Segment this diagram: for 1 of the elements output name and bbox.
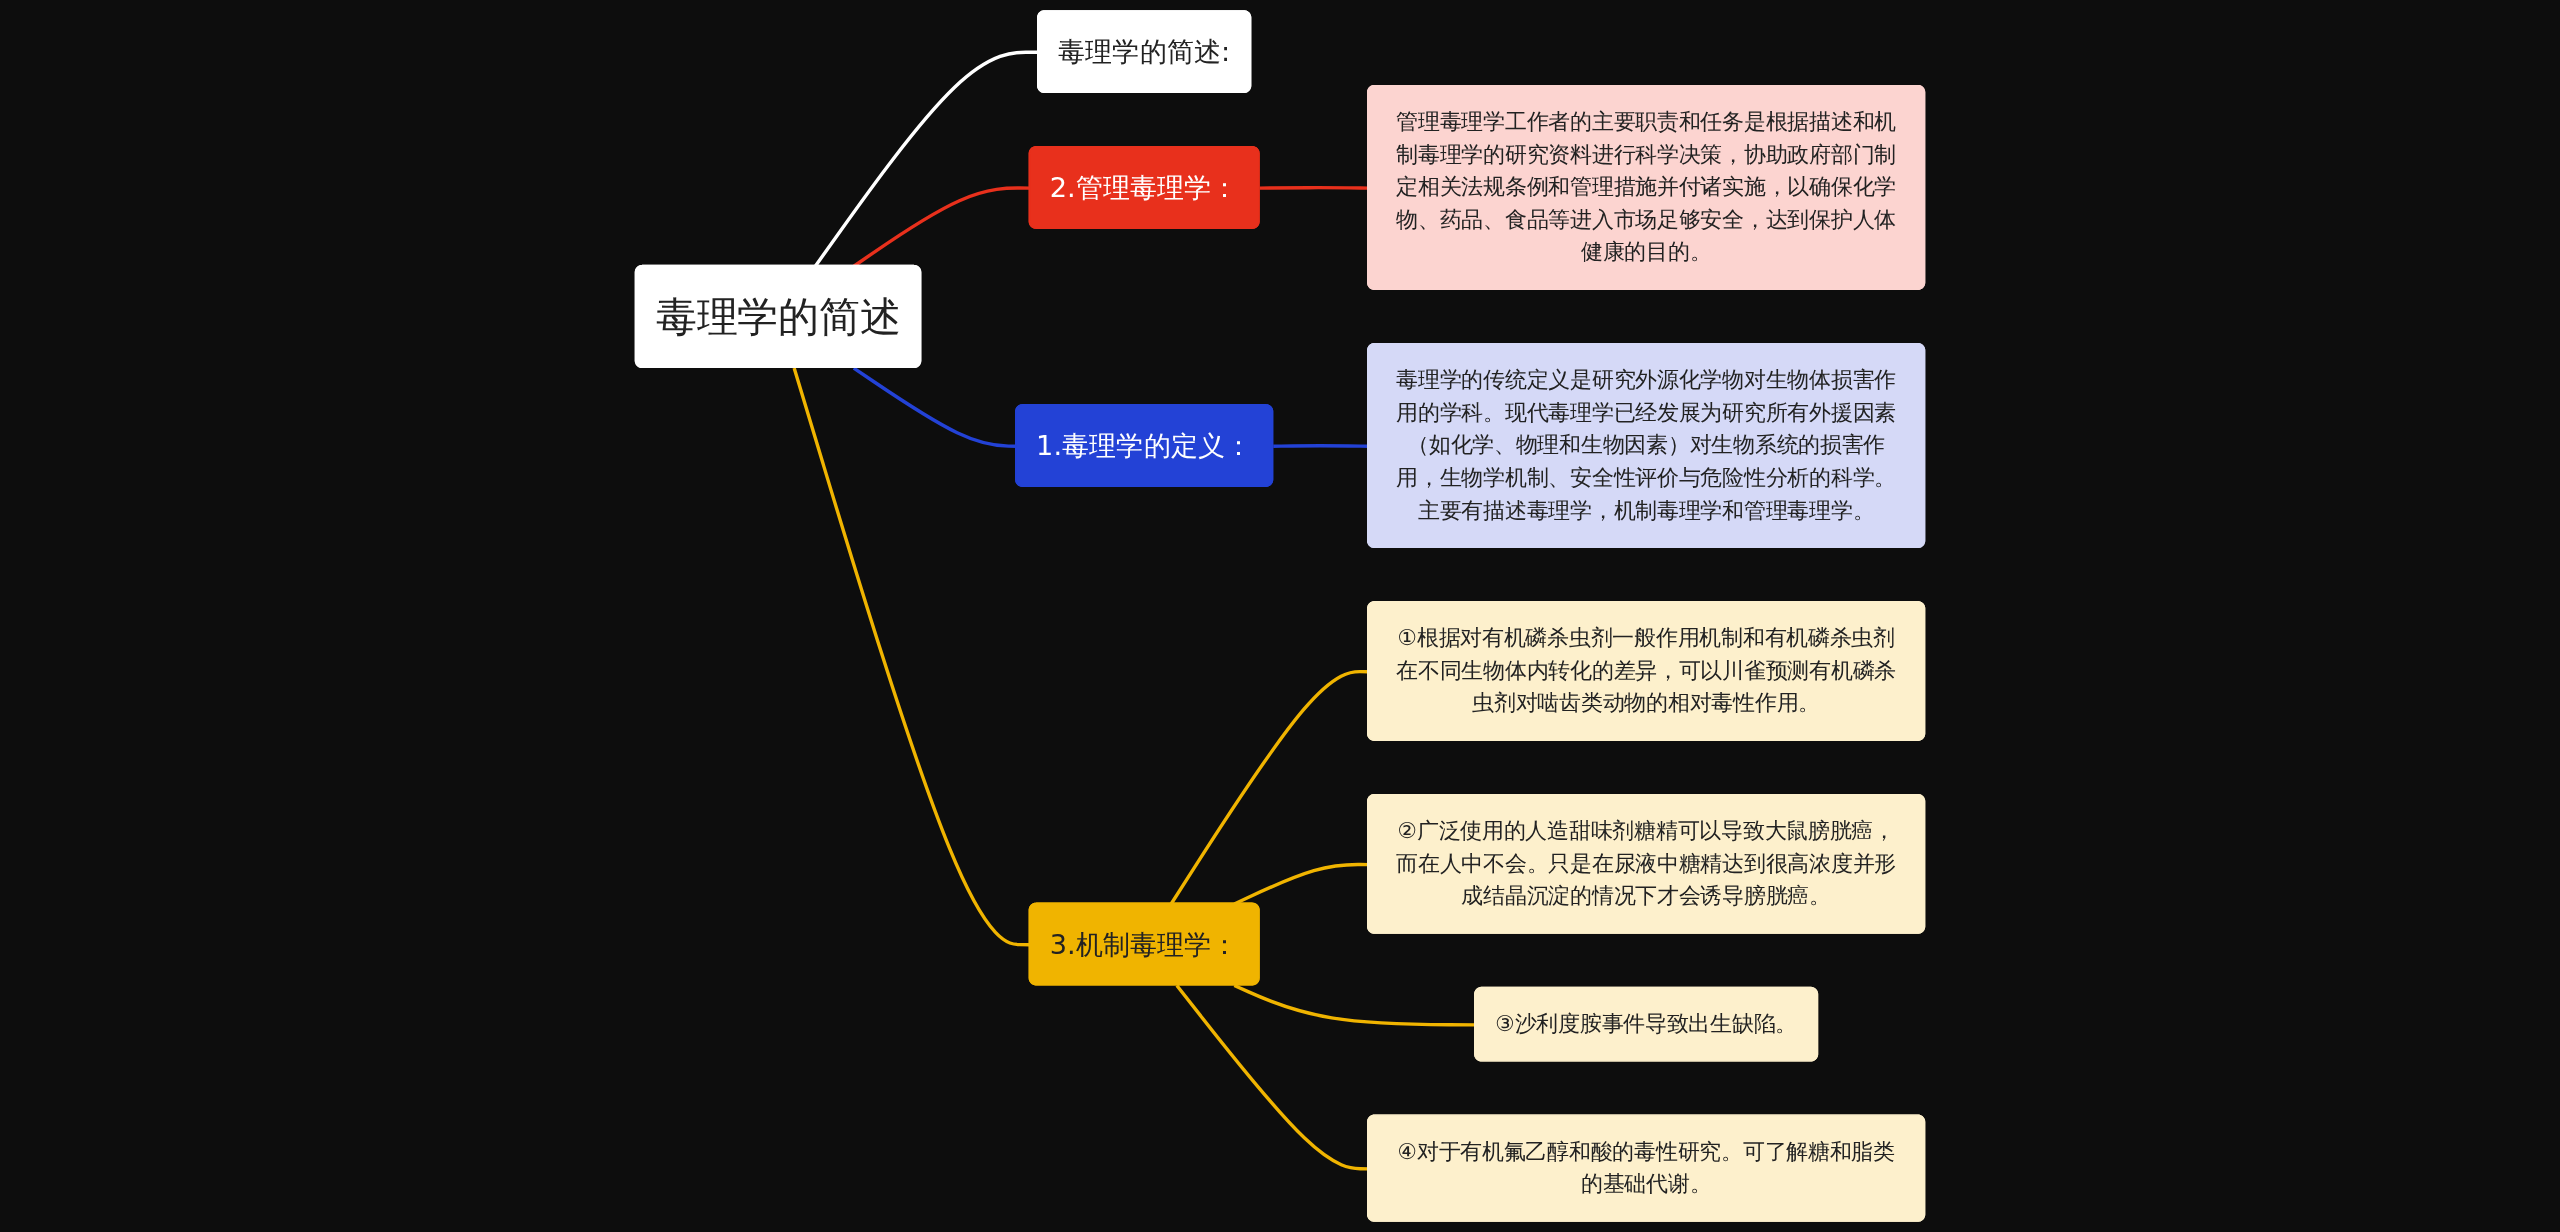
connector: [792, 367, 1030, 947]
